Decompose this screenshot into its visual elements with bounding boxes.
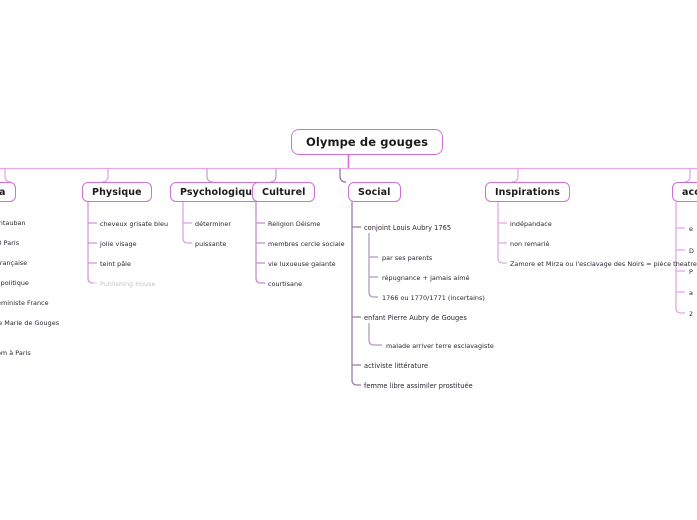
leaf-subitem[interactable]: malade arriver terre esclavagiste: [386, 342, 494, 350]
leaf-item[interactable]: e 1793 Paris: [0, 239, 20, 247]
leaf-item[interactable]: indépandace: [510, 220, 552, 228]
branch-node-label: Inspirations: [495, 186, 561, 198]
branch-node-label: a: [0, 186, 6, 198]
branch-node-label: Physique: [92, 186, 142, 198]
leaf-item[interactable]: jolie visage: [100, 240, 137, 248]
leaf-item[interactable]: ger nom à Paris: [0, 349, 31, 357]
leaf-item[interactable]: mme politique: [0, 279, 29, 287]
branch-node-inspirations[interactable]: Inspirations: [485, 182, 571, 202]
leaf-item[interactable]: 2: [689, 310, 694, 318]
leaf-item[interactable]: Religion Déisme: [268, 220, 321, 228]
leaf-item[interactable]: femme libre assimiler prostituée: [364, 382, 473, 390]
branch-node-clipped-right[interactable]: acc: [672, 182, 697, 202]
leaf-item[interactable]: activiste littérature: [364, 362, 429, 370]
leaf-item[interactable]: Zamore et Mirza ou l'esclavage des Noirs…: [510, 260, 697, 268]
leaf-item[interactable]: enfant Pierre Aubry de Gouges: [364, 314, 467, 322]
branch-node-label: Social: [358, 186, 391, 198]
leaf-item[interactable]: teint pâle: [100, 260, 131, 268]
leaf-item[interactable]: conjoint Louis Aubry 1765: [364, 224, 452, 232]
leaf-item-placeholder[interactable]: Publishing House: [100, 280, 156, 288]
branch-node-clipped-left[interactable]: a: [0, 182, 16, 202]
leaf-subitem[interactable]: par ses parents: [382, 254, 433, 262]
root-node-label: Olympe de gouges: [306, 135, 429, 149]
leaf-item[interactable]: cheveux grisate bleu: [100, 220, 169, 228]
leaf-item[interactable]: P: [689, 268, 693, 276]
branch-node-label: acc: [682, 186, 697, 198]
leaf-subitem[interactable]: 1766 ou 1770/1771 (incertains): [382, 294, 485, 302]
branch-node-psychologique[interactable]: Psychologique: [170, 182, 269, 202]
leaf-item[interactable]: lettre française: [0, 259, 28, 267]
leaf-item[interactable]: puissante: [195, 240, 227, 248]
leaf-item[interactable]: issance Marie de Gouges: [0, 319, 60, 327]
leaf-item[interactable]: courtisane: [268, 280, 303, 288]
leaf-item[interactable]: e: [689, 225, 693, 233]
branch-node-culturel[interactable]: Culturel: [252, 182, 316, 202]
leaf-item[interactable]: non remarié: [510, 240, 550, 248]
leaf-item[interactable]: s du féministe France: [0, 299, 49, 307]
leaf-item[interactable]: vie luxueuse galante: [268, 260, 336, 268]
leaf-item[interactable]: membres cercle sociale: [268, 240, 345, 248]
branch-node-label: Psychologique: [180, 186, 259, 198]
leaf-item[interactable]: D: [689, 247, 694, 255]
leaf-item[interactable]: 3 Montauban: [0, 219, 26, 227]
leaf-subitem[interactable]: répugnance + jamais aimé: [382, 274, 470, 282]
branch-node-social[interactable]: Social: [348, 182, 401, 202]
root-node-olympe-de-gouges[interactable]: Olympe de gouges: [291, 129, 444, 155]
branch-node-physique[interactable]: Physique: [82, 182, 152, 202]
leaf-item[interactable]: a: [689, 289, 693, 297]
leaf-item[interactable]: déterminer: [195, 220, 232, 228]
branch-node-label: Culturel: [262, 186, 306, 198]
